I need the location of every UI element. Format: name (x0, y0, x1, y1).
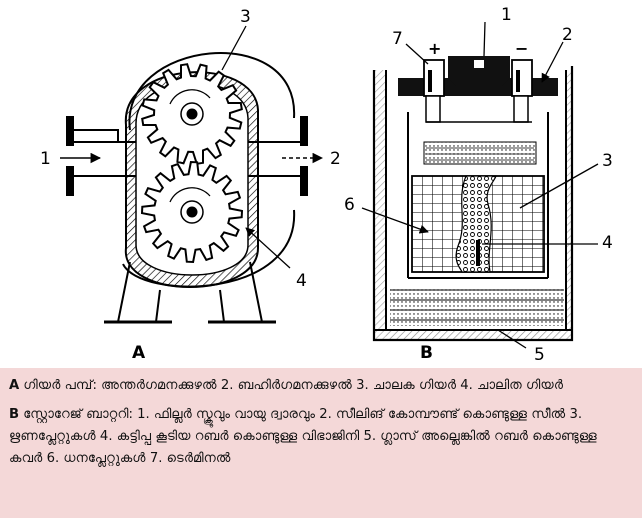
outlet-flange-right (300, 116, 308, 146)
figure-area: 1 2 3 4 A (40, 5, 613, 365)
gear-axle (186, 206, 198, 218)
outlet-flange-right-low (300, 166, 308, 196)
gear-pump-diagram: 1 2 3 4 A (40, 7, 341, 363)
rotation-arrow (169, 89, 211, 105)
caption-a-text: ഗിയർ പമ്പ്: അന്തർഗമനക്കുഴൽ 2. ബഹിർഗമനക്ക… (19, 378, 564, 393)
pump-label-2: 2 (330, 149, 341, 169)
caption-b-text: സ്റ്റോറേജ് ബാറ്ററി: 1. ഫില്ലർ സ്ക്രൂവും … (9, 407, 597, 466)
terminal-plus-sign: + (428, 39, 441, 58)
panel-b-letter: B (420, 343, 433, 363)
caption-b: B സ്റ്റോറേജ് ബാറ്ററി: 1. ഫില്ലർ സ്ക്രൂവു… (9, 404, 632, 470)
driving-gear (141, 63, 243, 165)
pump-label-4: 4 (296, 271, 307, 291)
battery-label-3: 3 (602, 151, 613, 171)
battery-label-1: 1 (501, 5, 512, 25)
figure-diagram: 1 2 3 4 A (40, 5, 613, 365)
driven-gear (140, 160, 244, 264)
pump-label-3: 3 (240, 7, 251, 27)
battery-label-4: 4 (602, 233, 613, 253)
filler-screw (448, 56, 510, 86)
battery-label-6: 6 (344, 195, 355, 215)
battery-label-7: 7 (392, 29, 403, 49)
battery-label-5: 5 (534, 345, 545, 365)
electrolyte-top (423, 141, 537, 165)
caption-box: A ഗിയർ പമ്പ്: അന്തർഗമനക്കുഴൽ 2. ബഹിർഗമനക… (0, 368, 642, 518)
battery-label-2: 2 (562, 25, 573, 45)
storage-battery-diagram: + − (344, 5, 613, 365)
gear-axle (186, 108, 198, 120)
terminal-positive (423, 59, 445, 97)
caption-b-letter: B (9, 407, 20, 422)
caption-a: A ഗിയർ പമ്പ്: അന്തർഗമനക്കുഴൽ 2. ബഹിർഗമനക… (9, 375, 632, 397)
inlet-flange-left (66, 116, 74, 146)
inlet-flange-top (69, 118, 119, 143)
terminal-minus-sign: − (515, 39, 528, 58)
terminal-negative (511, 59, 533, 97)
rotation-arrow (169, 187, 211, 203)
pump-label-1: 1 (40, 149, 51, 169)
caption-a-letter: A (9, 378, 20, 393)
panel-a-letter: A (132, 343, 146, 363)
inlet-flange-left-low (66, 166, 74, 196)
